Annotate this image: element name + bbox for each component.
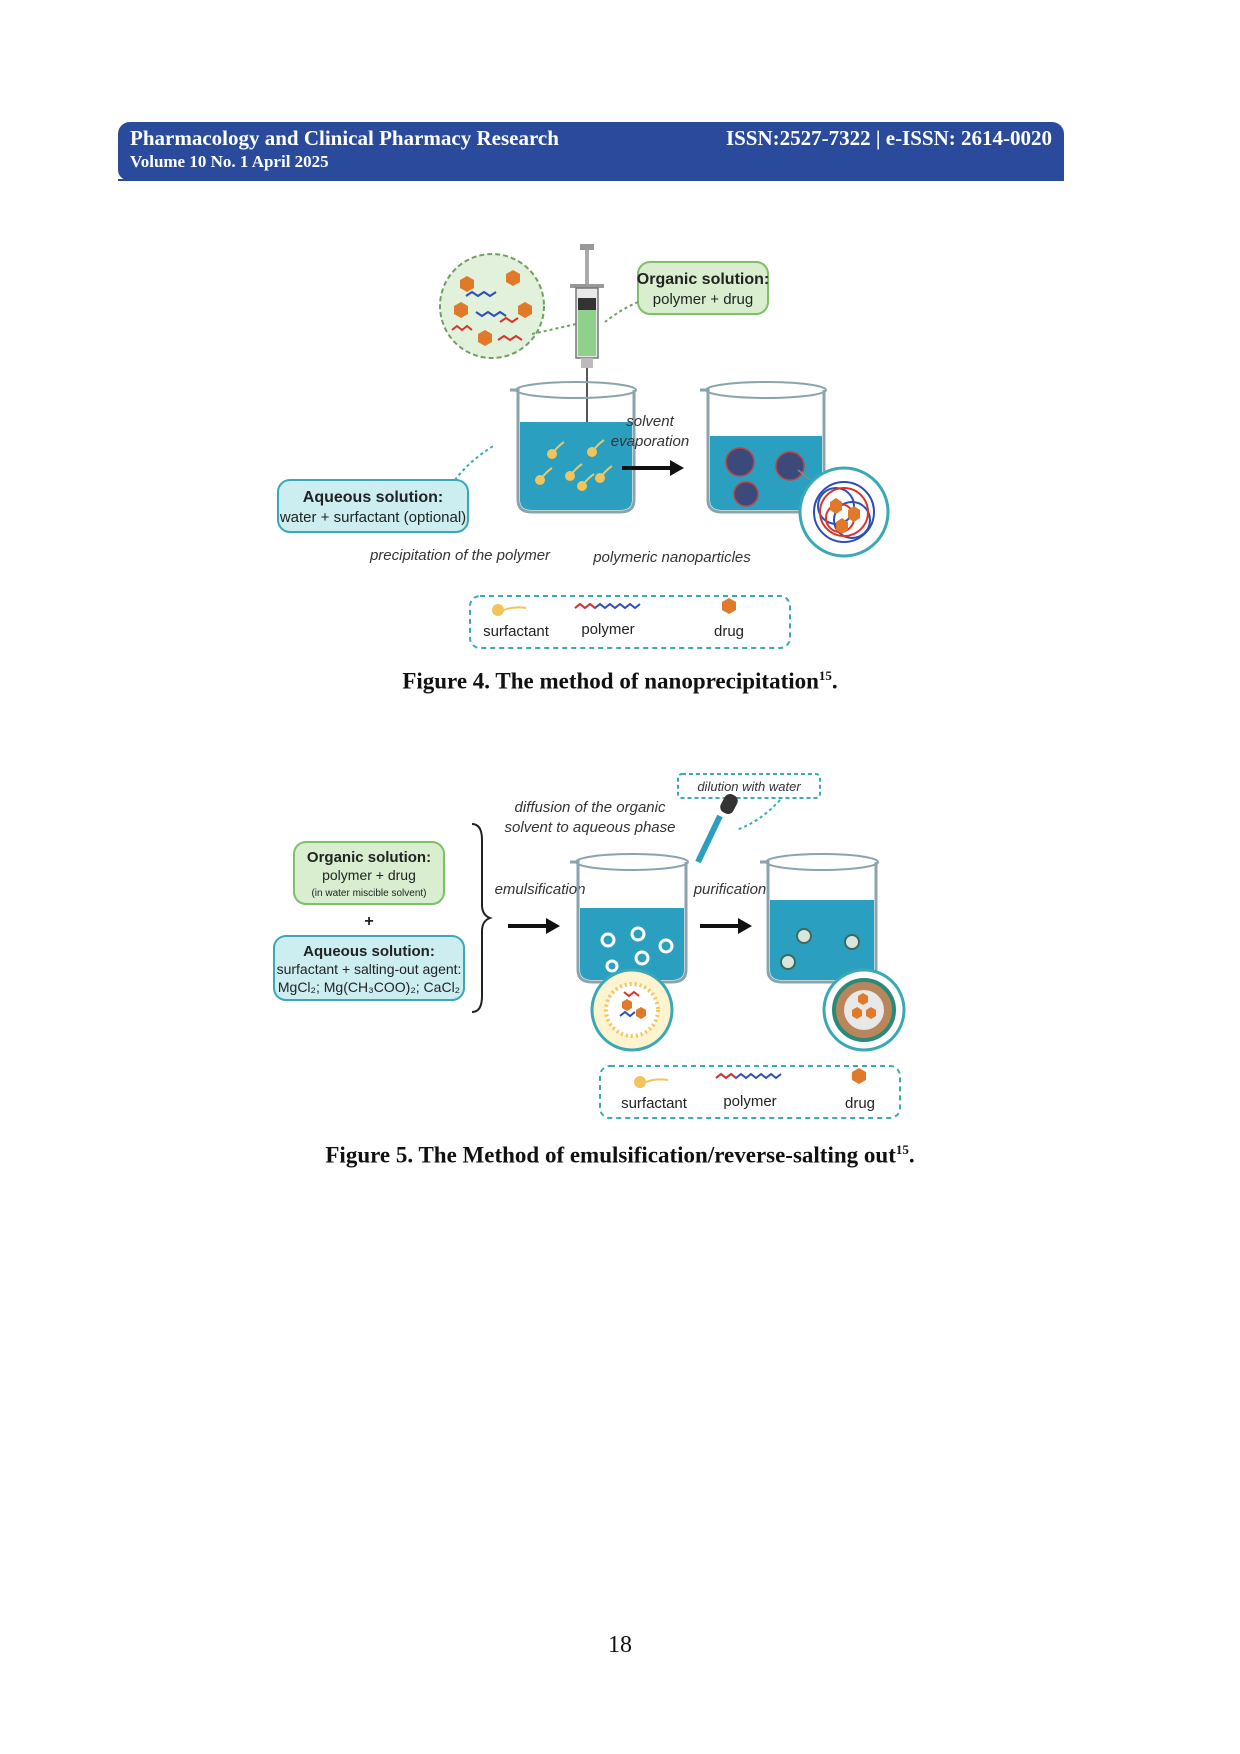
organic-body: polymer + drug bbox=[653, 291, 753, 308]
plus-sign: + bbox=[364, 913, 373, 930]
arrow-right-icon bbox=[700, 918, 752, 934]
dropper-icon bbox=[695, 793, 738, 864]
step-purification: purification bbox=[693, 881, 767, 898]
figure-5-emulsification: dilution with water diffusion of the org… bbox=[273, 773, 906, 1119]
aqueous-solution-box: Aqueous solution: water + surfactant (op… bbox=[277, 479, 469, 533]
journal-volume: Volume 10 No. 1 April 2025 bbox=[130, 152, 329, 171]
figure-5-caption: Figure 5. The Method of emulsification/r… bbox=[325, 1142, 915, 1168]
header-rule bbox=[118, 179, 1064, 181]
label-precipitation: precipitation of the polymer bbox=[369, 547, 551, 564]
step-label-line2: evaporation bbox=[611, 433, 689, 450]
nanoparticle-zoom-circle bbox=[798, 466, 890, 558]
brace bbox=[471, 823, 493, 1013]
label-nanoparticles: polymeric nanoparticles bbox=[592, 549, 751, 566]
legend-surfactant: surfactant bbox=[621, 1095, 688, 1112]
aqueous-title: Aqueous solution: bbox=[303, 489, 443, 506]
step-label-line1: solvent bbox=[626, 413, 674, 430]
figure-4-caption: Figure 4. The method of nanoprecipitatio… bbox=[402, 668, 838, 694]
beaker-emulsification bbox=[570, 853, 689, 984]
figure4-legend: surfactant polymer drug bbox=[469, 595, 791, 649]
dilution-box: dilution with water bbox=[677, 773, 821, 799]
figure5-legend: surfactant polymer drug bbox=[599, 1065, 901, 1119]
beaker-purification bbox=[760, 853, 879, 984]
syringe-icon bbox=[570, 244, 604, 452]
aqueous-title: Aqueous solution: bbox=[303, 943, 435, 960]
organic-title: Organic solution: bbox=[307, 849, 431, 866]
page-number: 18 bbox=[608, 1632, 632, 1658]
legend-surfactant: surfactant bbox=[483, 623, 550, 640]
dilution-label: dilution with water bbox=[697, 779, 801, 794]
aqueous-line2: MgCl₂; Mg(CH₃COO)₂; CaCl₂ bbox=[278, 979, 460, 995]
journal-title: Pharmacology and Clinical Pharmacy Resea… bbox=[130, 126, 559, 150]
organic-note: (in water miscible solvent) bbox=[311, 888, 426, 899]
aqueous-body: water + surfactant (optional) bbox=[279, 509, 466, 526]
aqueous-solution-box: Aqueous solution: surfactant + salting-o… bbox=[273, 935, 465, 1001]
arrow-right-icon bbox=[622, 460, 684, 476]
aqueous-line1: surfactant + salting-out agent: bbox=[277, 961, 462, 977]
organic-solution-box: Organic solution: polymer + drug bbox=[637, 261, 769, 315]
organic-title: Organic solution: bbox=[637, 271, 769, 288]
organic-solution-box: Organic solution: polymer + drug (in wat… bbox=[293, 841, 445, 905]
diffusion-line2: solvent to aqueous phase bbox=[505, 819, 676, 836]
legend-drug: drug bbox=[845, 1095, 875, 1112]
diffusion-line1: diffusion of the organic bbox=[515, 799, 666, 816]
molecule-zoom-circle bbox=[439, 253, 545, 359]
arrow-right-icon bbox=[508, 918, 560, 934]
step-emulsification: emulsification bbox=[495, 881, 586, 898]
legend-drug: drug bbox=[714, 623, 744, 640]
beaker-precipitation bbox=[510, 381, 637, 514]
journal-header: Pharmacology and Clinical Pharmacy Resea… bbox=[118, 122, 1064, 180]
legend-polymer: polymer bbox=[723, 1093, 776, 1110]
organic-body: polymer + drug bbox=[322, 867, 416, 883]
journal-issn: ISSN:2527-7322 | e-ISSN: 2614-0020 bbox=[725, 126, 1052, 150]
legend-polymer: polymer bbox=[581, 621, 634, 638]
figure-4-nanoprecipitation: Organic solution: polymer + drug Aqueous… bbox=[277, 244, 890, 649]
